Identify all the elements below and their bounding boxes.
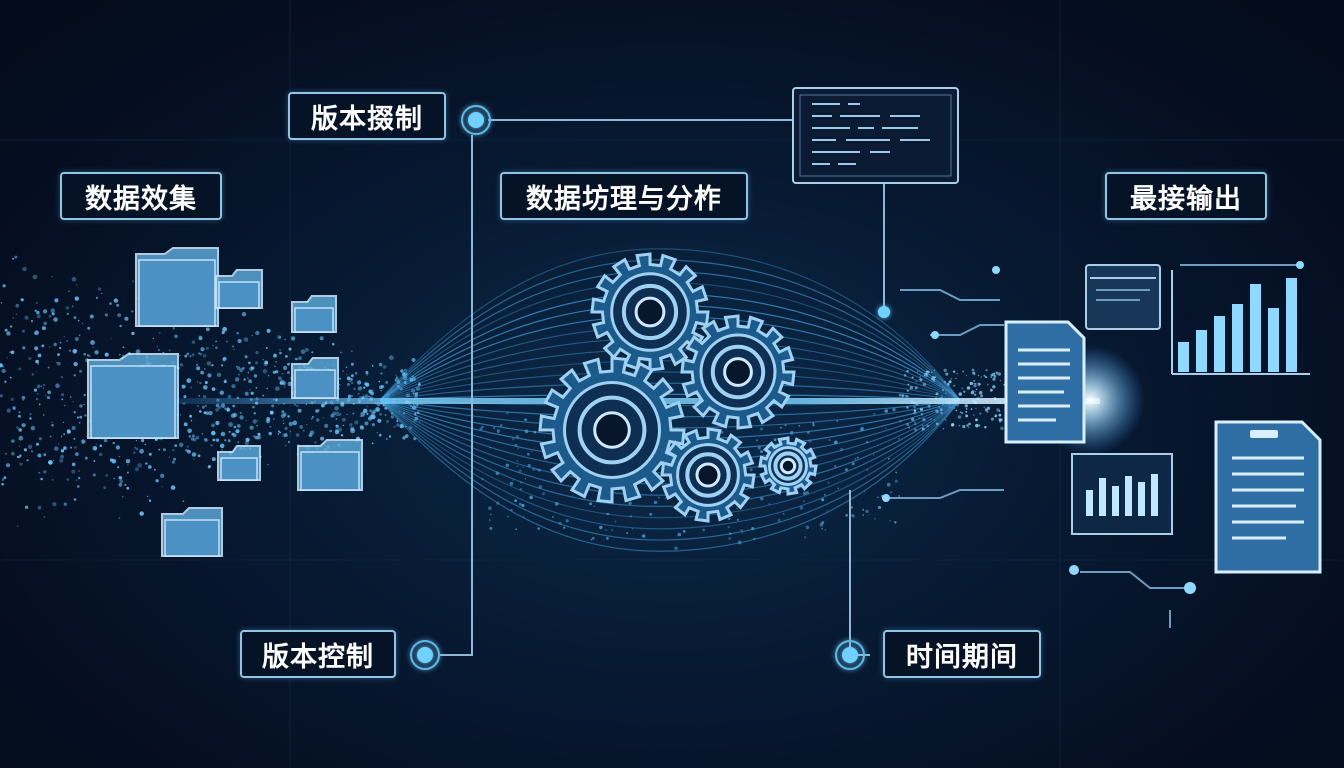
node-dot-icon <box>462 106 490 134</box>
folder-icon <box>218 446 260 480</box>
window-icon <box>1086 265 1160 329</box>
document-icon <box>1006 322 1084 442</box>
bar-chart-icon <box>1072 454 1172 534</box>
label-version-control-top: 版本掇制 <box>288 92 446 140</box>
label-version-control-bottom: 版本控制 <box>240 630 396 678</box>
folder-icon <box>292 296 336 332</box>
label-data-processing: 数据坊理与分柞 <box>500 172 748 220</box>
folder-icon <box>88 354 178 438</box>
label-data-collection: 数据效集 <box>60 172 222 220</box>
gear-icon <box>662 429 754 521</box>
label-time-period: 时间期间 <box>883 630 1041 678</box>
bar-chart-icon <box>1172 270 1310 374</box>
document-icon <box>1216 422 1320 572</box>
folder-icon <box>292 358 338 398</box>
gear-icon <box>682 316 794 428</box>
label-final-output: 最接输出 <box>1105 172 1267 220</box>
gear-cluster <box>540 254 816 521</box>
folder-icon <box>162 508 222 556</box>
folder-icon <box>216 270 262 308</box>
folder-icon <box>136 248 218 326</box>
code-window-icon <box>793 88 958 183</box>
node-dot-icon <box>411 641 439 669</box>
gear-icon <box>540 358 684 502</box>
folder-icon <box>298 440 362 490</box>
node-dot-icon <box>878 306 890 318</box>
gear-icon <box>592 254 708 370</box>
